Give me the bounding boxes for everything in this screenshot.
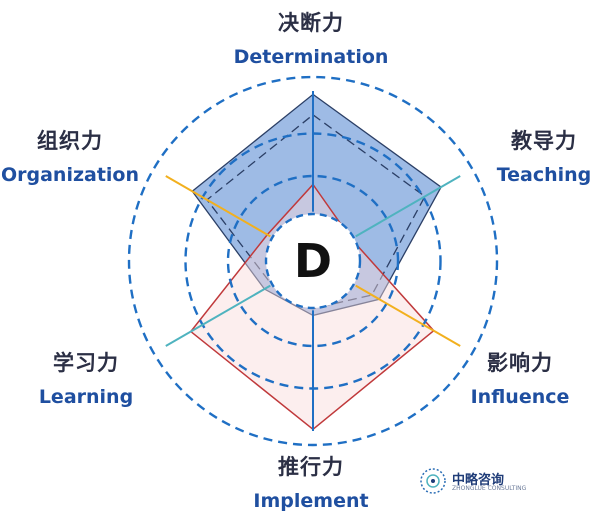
axis-label-zh: 教导力	[510, 129, 577, 153]
axis-label-zh: 影响力	[487, 351, 553, 375]
axis-label-en: Learning	[38, 386, 134, 408]
axis-label-en: Organization	[0, 164, 140, 186]
axis-label-teaching: 教导力 Teaching	[497, 128, 592, 188]
axis-label-zh: 学习力	[52, 351, 119, 375]
axis-label-en: Determination	[233, 46, 389, 68]
center-letter: D	[293, 234, 333, 288]
axis-spoke-2	[355, 284, 461, 347]
grid-ring-1	[226, 174, 400, 348]
axis-label-influence: 影响力 Influence	[471, 350, 570, 410]
logo-tagline: ZHONGLUE CONSULTING	[452, 485, 527, 492]
axis-label-learning: 学习力 Learning	[39, 350, 133, 410]
logo-icon	[420, 468, 446, 494]
axis-spoke-1	[355, 175, 461, 238]
axis-label-zh: 推行力	[277, 455, 344, 479]
axis-label-en: Influence	[470, 386, 570, 408]
axis-label-organization: 组织力 Organization	[1, 128, 139, 188]
grid-ring-3	[127, 75, 499, 447]
axis-spoke-5	[165, 175, 271, 238]
axis-label-zh: 组织力	[36, 129, 103, 153]
axis-label-zh: 决断力	[278, 11, 344, 35]
axis-label-en: Implement	[253, 490, 369, 512]
axis-label-en: Teaching	[496, 164, 592, 186]
axis-label-implement: 推行力 Implement	[253, 454, 368, 514]
brand-logo: 中略咨询 ZHONGLUE CONSULTING	[418, 466, 548, 496]
logo-name: 中略咨询	[452, 473, 505, 488]
center-disc	[264, 212, 362, 310]
axis-spoke-4	[165, 284, 271, 347]
axis-label-determination: 决断力 Determination	[234, 10, 389, 70]
